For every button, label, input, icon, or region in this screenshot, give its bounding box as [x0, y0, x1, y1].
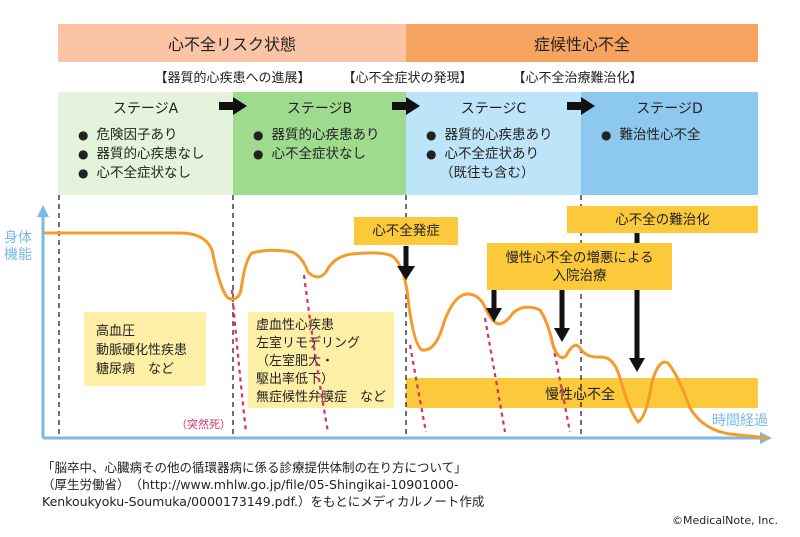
- hospitalization-label: 慢性心不全の増悪による 入院治療: [505, 249, 654, 284]
- disease-item: 左室リモデリング: [256, 336, 361, 351]
- stage-c-extra: （既往も含む）: [440, 165, 535, 181]
- source-citation: 「脳卒中、心臓病その他の循環器病に係る診療提供体制の在り方について」 （厚生労働…: [42, 459, 484, 510]
- onset-label: 心不全発症: [372, 223, 440, 239]
- hospitalization-label-box: 慢性心不全の増悪による 入院治療: [487, 243, 672, 290]
- stage-c: ステージC 器質的心疾患あり 心不全症状あり （既往も含む）: [406, 92, 581, 195]
- disease-item: 高血圧: [96, 324, 136, 339]
- y-axis-arrow-icon: [37, 205, 49, 217]
- hospitalization-arrow-head-icon: [486, 308, 502, 322]
- source-line: 「脳卒中、心臓病その他の循環器病に係る診療提供体制の在り方について」: [42, 460, 467, 475]
- risk-state-label: 心不全リスク状態: [167, 35, 296, 54]
- stage-b-item: 心不全症状なし: [253, 145, 379, 164]
- disease-item: 糖尿病 など: [96, 362, 175, 377]
- stage-b: ステージB 器質的心疾患あり 心不全症状なし: [233, 92, 406, 195]
- stage-a-disease-list: 高血圧 動脈硬化性疾患 糖尿病 など: [96, 322, 187, 379]
- stage-a: ステージA 危険因子あり 器質的心疾患なし 心不全症状なし: [58, 92, 233, 195]
- stage-b-disease-list: 虚血性心疾患 左室リモデリング （左室肥大・ 駆出率低下） 無症候性弁膜症 など: [256, 317, 386, 407]
- chronic-heart-failure-band: [406, 378, 758, 408]
- risk-state-band: 心不全リスク状態: [58, 24, 406, 62]
- stage-a-item: 心不全症状なし: [78, 164, 204, 183]
- arrow-a-to-b-head-icon: [233, 97, 247, 115]
- stage-b-title: ステージB: [286, 101, 353, 117]
- source-line: （厚生労働省） （http://www.mhlw.go.jp/file/05-S…: [42, 477, 459, 492]
- stage-c-item: 心不全症状あり: [426, 145, 552, 164]
- arrow-b-to-c-head-icon: [406, 97, 420, 115]
- stage-a-item: 器質的心疾患なし: [78, 145, 204, 164]
- stage-c-item: 器質的心疾患あり: [426, 126, 552, 145]
- arrow-a-to-b-icon: [219, 102, 233, 110]
- stage-a-disease-box: [84, 312, 206, 386]
- refractory-arrow-head-icon: [629, 358, 645, 372]
- disease-item: 駆出率低下）: [256, 372, 335, 387]
- sudden-death-line: [302, 274, 330, 433]
- stage-d: ステージD 難治性心不全: [581, 92, 758, 195]
- copyright: ©MedicalNote, Inc.: [672, 514, 778, 527]
- sudden-death-line: [483, 317, 507, 433]
- onset-arrow-head-icon: [397, 266, 415, 280]
- symptomatic-band: 症候性心不全: [406, 24, 758, 62]
- stage-b-item: 器質的心疾患あり: [253, 126, 379, 145]
- phase-label-refractory: 【心不全治療難治化】: [512, 70, 643, 86]
- stage-b-disease-box: [248, 312, 394, 408]
- refractory-label-box: 心不全の難治化: [567, 206, 758, 233]
- hospitalization-arrow-head-icon: [554, 328, 570, 342]
- phase-label-onset: 【心不全症状の発現】: [342, 70, 473, 86]
- disease-item: 動脈硬化性疾患: [96, 343, 188, 358]
- chronic-heart-failure-label: 慢性心不全: [545, 387, 615, 403]
- physical-function-curve: [43, 231, 770, 440]
- stage-a-title: ステージA: [112, 101, 179, 117]
- arrow-c-to-d-head-icon: [581, 97, 595, 115]
- sudden-death-line: [551, 344, 572, 433]
- sudden-death-label: （突然死）: [176, 418, 231, 431]
- stage-c-title: ステージC: [460, 101, 527, 117]
- onset-label-box: 心不全発症: [354, 217, 458, 245]
- arrow-c-to-d-icon: [567, 102, 581, 110]
- phase-label-progression: 【器質的心疾患への進展】: [154, 70, 311, 86]
- stage-d-title: ステージD: [636, 101, 703, 117]
- refractory-label: 心不全の難治化: [615, 211, 710, 228]
- source-line: Kenkoukyoku-Soumuka/0000173149.pdf.）をもとに…: [42, 494, 485, 509]
- stage-d-item: 難治性心不全: [601, 126, 700, 145]
- stage-a-item: 危険因子あり: [78, 126, 204, 145]
- y-axis-label: 身体機能: [4, 230, 32, 263]
- arrow-b-to-c-icon: [392, 102, 406, 110]
- symptomatic-label: 症候性心不全: [533, 35, 630, 54]
- sudden-death-line: [408, 344, 428, 433]
- x-axis-label: 時間経過: [712, 413, 768, 429]
- sudden-death-line: [230, 289, 248, 433]
- disease-item: （左室肥大・: [256, 354, 335, 369]
- disease-item: 虚血性心疾患: [256, 318, 335, 333]
